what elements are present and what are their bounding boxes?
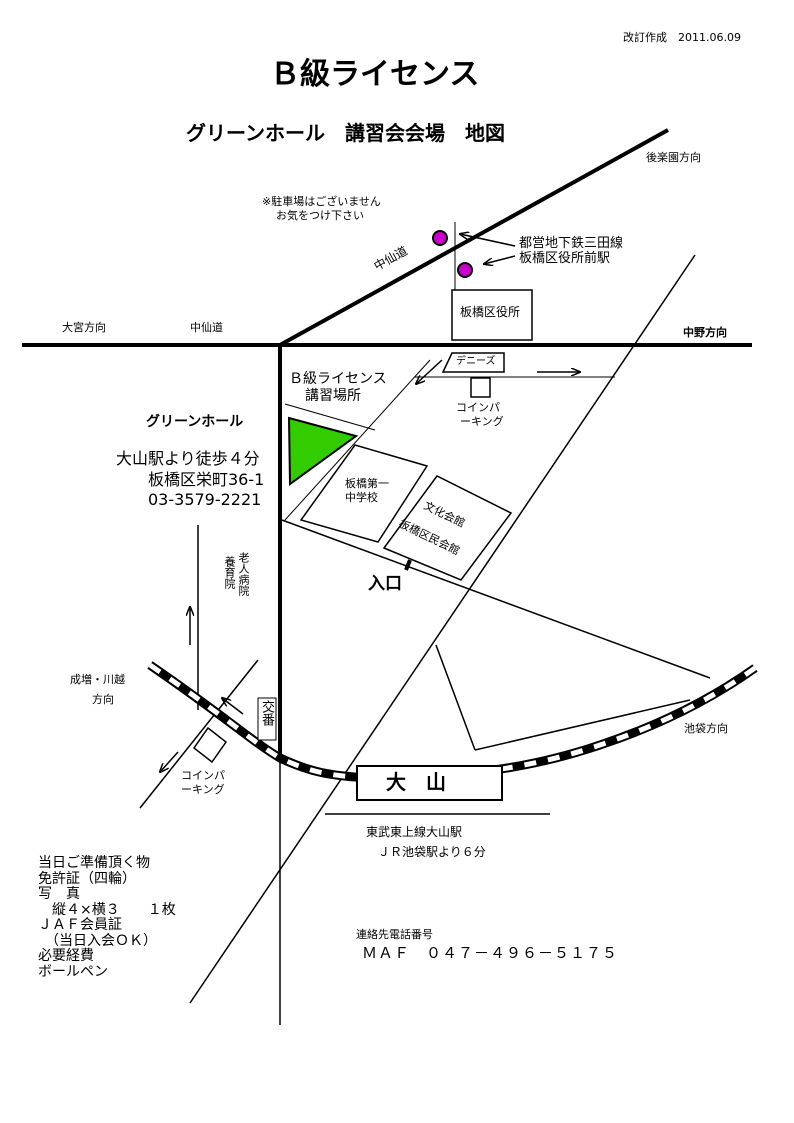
ward-office-building: [451, 289, 533, 341]
contact-number: ＭＡＦ ０４７－４９６－５１７５: [362, 944, 619, 962]
label-venue-line1: Ｂ級ライセンス: [289, 371, 387, 387]
label-korakuen: 後楽園方向: [646, 151, 701, 164]
venue-walk-time: 大山駅より徒歩４分: [116, 449, 260, 468]
label-parking2-line1: コインパ: [181, 769, 225, 782]
label-ikebukuro: 池袋方向: [684, 722, 728, 735]
parking-note-2: お気をつけ下さい: [276, 209, 364, 222]
checklist-item: ボールペン: [38, 963, 108, 980]
label-hospital-col1: 老人病院: [237, 552, 250, 596]
checklist-item: ＪＡＦ会員証: [38, 917, 122, 933]
station-arrow-2: [484, 255, 516, 264]
label-ward-office: 板橋区役所: [460, 305, 521, 319]
checklist-item: 免許証（四輪）: [38, 870, 136, 887]
label-station-line1: 都営地下鉄三田線: [519, 236, 624, 251]
label-tobu-line1: 東武東上線大山駅: [366, 825, 463, 839]
venue-phone: 03-3579-2221: [148, 490, 262, 509]
label-parking2-line2: ーキング: [181, 783, 225, 796]
label-dennys: デニーズ: [456, 356, 496, 367]
label-nakasendo: 中仙道: [190, 321, 223, 334]
checklist-item: （当日入会ＯＫ）: [38, 932, 157, 949]
label-omiya: 大宮方向: [62, 321, 106, 334]
station-marker-2: [457, 262, 473, 278]
koban-box: [257, 697, 277, 741]
checklist-item: 必要経費: [38, 948, 94, 964]
coin-parking2-square: [192, 726, 228, 764]
label-station-line2: 板橋区役所前駅: [519, 251, 611, 266]
label-narimasu-line2: 方向: [92, 693, 114, 706]
checklist-item: 当日ご準備頂く物: [38, 855, 150, 871]
checklist: 当日ご準備頂く物 免許証（四輪） 写 真 縦４×横３ １枚 ＪＡＦ会員証 （当日…: [38, 855, 176, 980]
station-arrow-1: [460, 234, 516, 247]
venue-boundary: [284, 403, 376, 431]
label-parking-line1: コインパ: [456, 401, 500, 414]
school-building: [299, 444, 429, 543]
arrow-southwest: [160, 751, 179, 772]
label-entrance: 入口: [368, 574, 402, 594]
label-oyama-station: 大 山: [386, 770, 446, 794]
label-koban: 交番: [259, 700, 274, 726]
page-subtitle: グリーンホール 講習会会場 地図: [186, 121, 505, 145]
checklist-item: 縦４×横３ １枚: [38, 901, 176, 918]
label-hospital-col2: 養育院: [223, 556, 236, 589]
coin-parking-square: [470, 377, 491, 398]
checklist-item: 写 真: [38, 886, 80, 902]
label-narimasu-line1: 成増・川越: [70, 673, 125, 686]
label-school-line1: 板橋第一: [345, 477, 389, 490]
contact-label: 連絡先電話番号: [356, 928, 433, 941]
station-marker-1: [432, 230, 448, 246]
green-hall-building: [287, 416, 359, 486]
label-green-hall: グリーンホール: [146, 414, 244, 430]
entrance-mark: [404, 559, 412, 571]
label-tobu-line2: ＪＲ池袋駅より６分: [378, 845, 486, 859]
road-diag-long: [189, 254, 696, 1004]
oyama-station-box: [356, 765, 503, 801]
label-nakano: 中野方向: [683, 326, 727, 339]
road-west-diag: [139, 659, 259, 809]
page-title: Ｂ級ライセンス: [270, 57, 480, 92]
road-inner: [284, 359, 431, 521]
label-school-line2: 中学校: [345, 491, 378, 504]
road-v-lower-b: [474, 699, 691, 751]
bunka-kaikan-building: [382, 475, 513, 581]
venue-address: 板橋区栄町36-1: [148, 470, 265, 489]
arrow-northwest: [222, 698, 244, 715]
venue-label-arrow: [416, 359, 443, 384]
label-venue-line2: 講習場所: [305, 388, 361, 404]
road-v-lower-a: [435, 644, 476, 751]
label-parking-line2: ーキング: [460, 415, 504, 428]
road-diag-lower: [281, 519, 711, 679]
parking-note-1: ※駐車場はございません: [262, 195, 381, 208]
revision-date: 改訂作成 2011.06.09: [623, 31, 741, 44]
dennys-building: [441, 352, 505, 373]
